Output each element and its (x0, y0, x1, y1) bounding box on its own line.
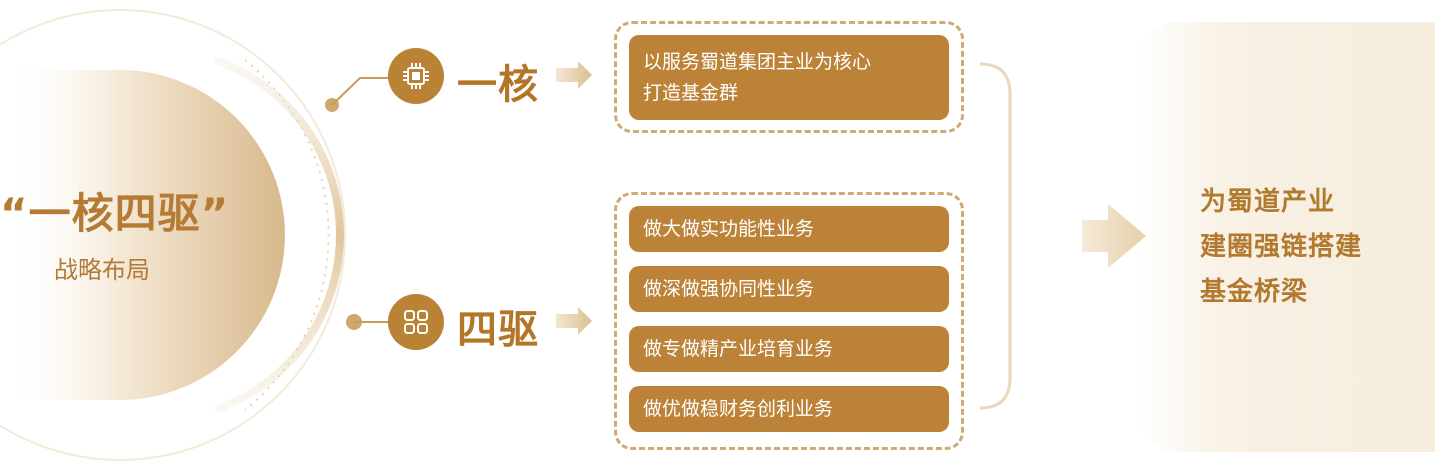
drive-card-3: 做专做精产业培育业务 (629, 326, 949, 372)
hub-ring (213, 56, 344, 414)
hub-halo (0, 9, 346, 461)
hub-subtitle: 战略布局 (54, 256, 150, 284)
core-connector-line (331, 77, 392, 106)
drives-heading: 四驱 (457, 307, 539, 353)
result-panel (1138, 22, 1435, 452)
core-card: 以服务蜀道集团主业为核心 打造基金群 (629, 35, 949, 120)
core-card-line-1: 以服务蜀道集团主业为核心 (643, 51, 872, 73)
result-line-2: 建圈强链搭建 (1200, 232, 1363, 262)
result-arrow-icon (1082, 204, 1146, 268)
hub-disc (0, 70, 285, 400)
core-arrow-icon (556, 61, 592, 89)
drive-card-2: 做深做强协同性业务 (629, 266, 949, 312)
result-line-1: 为蜀道产业 (1200, 187, 1336, 217)
drives-arrow-icon (556, 307, 592, 335)
grid-icon (388, 294, 444, 350)
core-group (614, 21, 964, 133)
core-heading: 一核 (457, 62, 539, 108)
hub-dotted-arc (244, 59, 330, 411)
drive-card-4: 做优做稳财务创利业务 (629, 386, 949, 432)
chip-icon (388, 48, 444, 104)
hub-title: “一核四驱” (0, 189, 230, 238)
drive-card-1: 做大做实功能性业务 (629, 206, 949, 252)
result-line-3: 基金桥梁 (1200, 277, 1309, 307)
group-bracket (979, 62, 1012, 410)
core-card-line-2: 打造基金群 (643, 82, 739, 104)
drives-group (614, 192, 964, 450)
